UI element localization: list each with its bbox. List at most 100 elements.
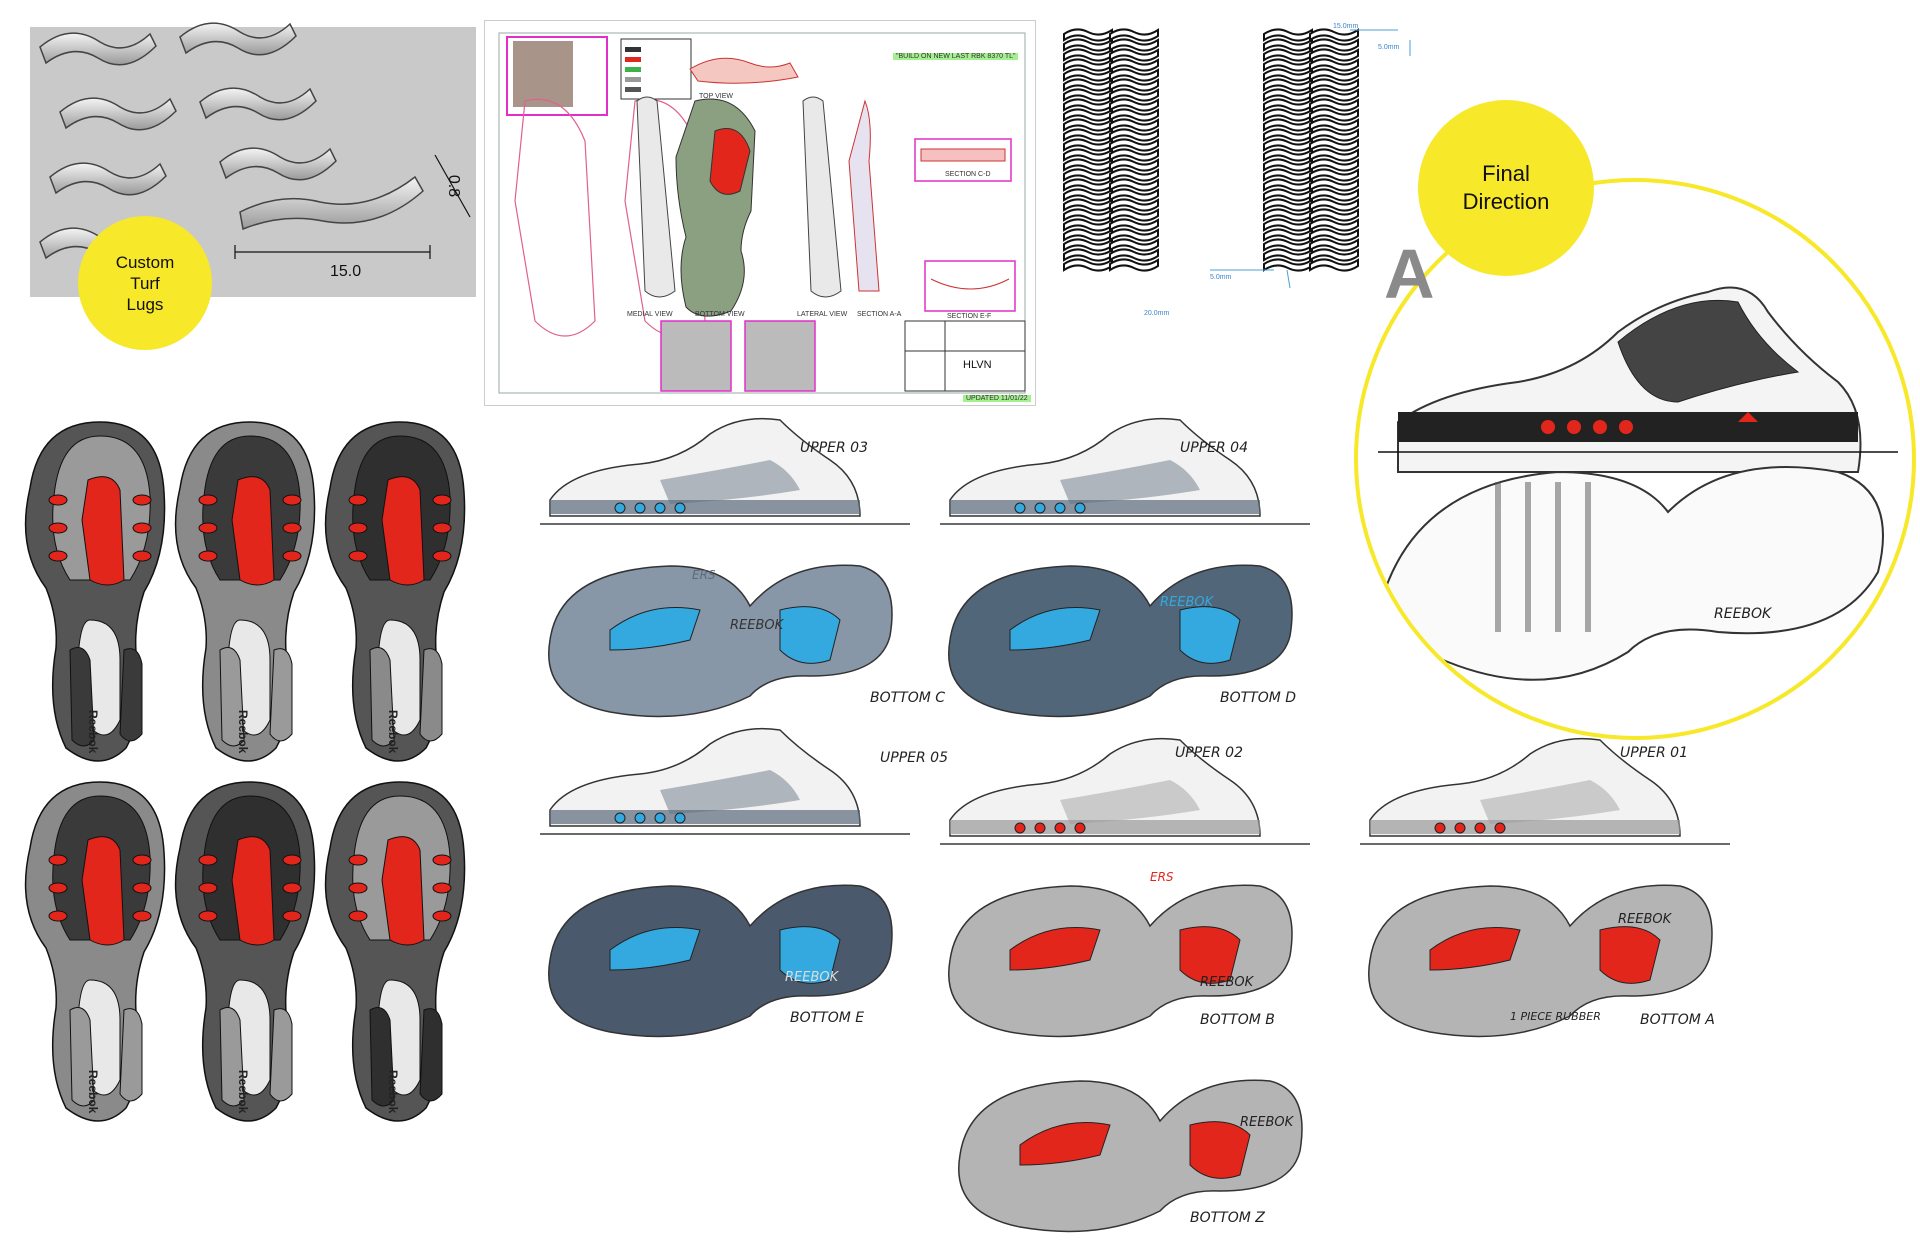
tread-chevron — [1309, 98, 1359, 112]
tech-pack-sheet: "BUILD ON NEW LAST RBK 8370 TL" TOP VIEW… — [484, 20, 1036, 406]
red-lug — [198, 882, 218, 894]
tread-chevron — [1063, 88, 1113, 102]
outsole-brand: Reebok — [386, 710, 400, 754]
energy-pod — [81, 836, 125, 946]
tread-chevron — [1263, 248, 1313, 262]
tread-chevron — [1109, 158, 1159, 172]
tread-chevron — [1263, 228, 1313, 242]
red-lug — [48, 550, 68, 562]
red-lug — [348, 882, 368, 894]
outsole-outline — [1368, 884, 1713, 1038]
section-aa-label: SECTION A-A — [857, 311, 902, 318]
bottom-c-label: BOTTOM C — [870, 690, 946, 706]
outsole-heel — [119, 648, 143, 742]
tread-chevron — [1063, 58, 1113, 72]
tread-chevron — [1309, 168, 1359, 182]
outsole-brand: Reebok — [386, 1070, 400, 1114]
outsole-heel — [419, 1008, 443, 1102]
outsole-heel — [269, 648, 293, 742]
outsole-outline — [948, 564, 1293, 718]
outsole-heel — [369, 1007, 395, 1107]
forefoot-pod — [1009, 607, 1101, 651]
tread-chevron — [1109, 138, 1159, 152]
tread-bottom-height: 5.0mm — [1210, 274, 1232, 281]
red-lug — [432, 882, 452, 894]
tread-chevron — [1309, 58, 1359, 72]
sketch-brand-6: REEBOK — [1240, 1115, 1294, 1130]
tread-chevron — [1309, 258, 1359, 272]
red-lug — [282, 910, 302, 922]
tread-chevron — [1309, 38, 1359, 52]
tread-chevron — [1263, 128, 1313, 142]
tread-chevron — [1309, 68, 1359, 82]
tread-chevron — [1263, 168, 1313, 182]
tread-chevron — [1109, 178, 1159, 192]
outsole-colorway — [24, 421, 166, 762]
ers-pod — [674, 812, 686, 824]
tread-chevron — [1309, 208, 1359, 222]
forefoot-pod — [1019, 1122, 1111, 1166]
sketch-brand-4: REEBOK — [1200, 975, 1254, 990]
tread-chevron — [1263, 48, 1313, 62]
upper-01-label: UPPER 01 — [1620, 745, 1688, 761]
energy-pod — [231, 836, 275, 946]
tread-chevron — [1063, 198, 1113, 212]
tread-chevron — [1063, 208, 1113, 222]
tread-chevron — [1109, 238, 1159, 252]
sketch-brand-2: REEBOK — [1160, 595, 1214, 610]
tread-chevron — [1109, 228, 1159, 242]
ers-pod — [1474, 822, 1486, 834]
sketch-brand-3: REEBOK — [785, 970, 839, 985]
medial-view-label: MEDIAL VIEW — [627, 311, 673, 318]
hlvn-label: HLVN — [963, 359, 992, 371]
tread-chevron — [1109, 168, 1159, 182]
ers-pod — [1014, 502, 1026, 514]
energy-pod — [231, 476, 275, 586]
bottom-sketch — [948, 564, 1293, 718]
ers-pod — [1454, 822, 1466, 834]
outsole-heel — [269, 1008, 293, 1102]
upper-sketch — [540, 417, 910, 525]
forefoot-pod — [1009, 927, 1101, 971]
ers-pod — [1054, 822, 1066, 834]
tread-patterns — [1063, 28, 1411, 289]
ers-pod — [614, 502, 626, 514]
tread-chevron — [1263, 188, 1313, 202]
forefoot-pod — [609, 927, 701, 971]
final-direction-sketch — [1378, 286, 1898, 681]
midsole-band — [950, 500, 1260, 514]
outsole-heel — [419, 648, 443, 742]
tread-chevron — [1263, 258, 1313, 272]
bottom-d-label: BOTTOM D — [1220, 690, 1297, 706]
tread-chevron — [1309, 28, 1359, 42]
outsole-brand: Reebok — [86, 710, 100, 754]
ers-label-2: ERS — [1150, 870, 1174, 884]
tread-chevron — [1263, 58, 1313, 72]
sketch-grid — [540, 417, 1730, 1233]
midsole-band — [550, 500, 860, 514]
tread-chevron — [1063, 38, 1113, 52]
red-lug — [132, 494, 152, 506]
red-lug — [282, 854, 302, 866]
tread-chevron — [1109, 128, 1159, 142]
upper-panel — [1480, 780, 1620, 824]
red-lug — [48, 882, 68, 894]
ers-pod — [1074, 502, 1086, 514]
red-lug — [198, 494, 218, 506]
upper-05-label: UPPER 05 — [880, 750, 948, 766]
tread-chevron — [1109, 118, 1159, 132]
red-lug — [132, 882, 152, 894]
outsole-outline — [548, 884, 893, 1038]
tread-chevron — [1063, 238, 1113, 252]
tread-chevron — [1063, 48, 1113, 62]
tread-chevron — [1109, 258, 1159, 272]
ers-pod — [654, 812, 666, 824]
red-lug — [48, 854, 68, 866]
ers-pod — [1034, 822, 1046, 834]
red-lug — [282, 882, 302, 894]
tread-chevron — [1309, 198, 1359, 212]
tread-chevron — [1063, 178, 1113, 192]
updated-stamp: UPDATED 11/01/22 — [963, 395, 1031, 402]
final-letter: A — [1384, 235, 1435, 313]
tread-chevron — [1263, 158, 1313, 172]
